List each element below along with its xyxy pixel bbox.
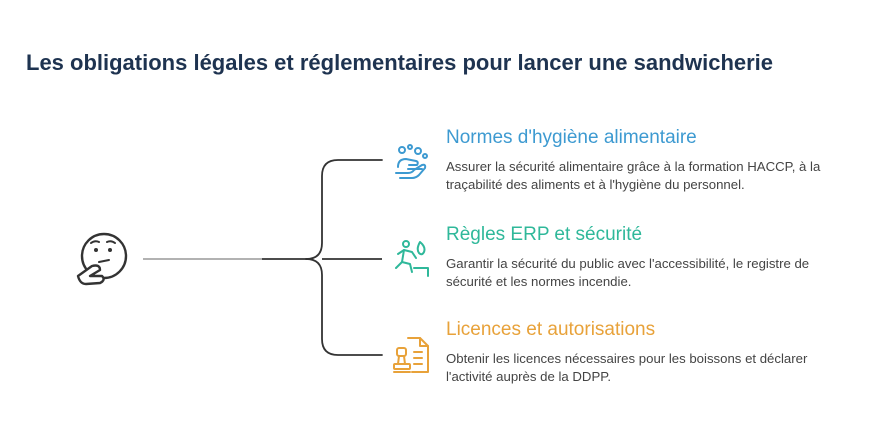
diagram-title: Les obligations légales et réglementaire… [26,50,774,75]
branch-description: Garantir la sécurité du public avec l'ac… [446,256,810,289]
branch-licenses: Licences et autorisations Obtenir les li… [446,319,856,386]
fire-exit-icon [395,240,429,277]
branch-erp: Règles ERP et sécurité Garantir la sécur… [446,224,856,291]
branch-title: Licences et autorisations [446,319,656,340]
branch-title: Règles ERP et sécurité [446,224,643,245]
branch-title: Normes d'hygiène alimentaire [446,127,697,148]
branch-hygiene: Normes d'hygiène alimentaire Assurer la … [446,127,856,194]
license-stamp-icon [393,337,429,373]
thinking-face-icon [76,232,128,286]
branch-description: Assurer la sécurité alimentaire grâce à … [446,159,821,192]
branch-description: Obtenir les licences nécessaires pour le… [446,351,808,384]
hand-washing-icon [395,144,428,179]
